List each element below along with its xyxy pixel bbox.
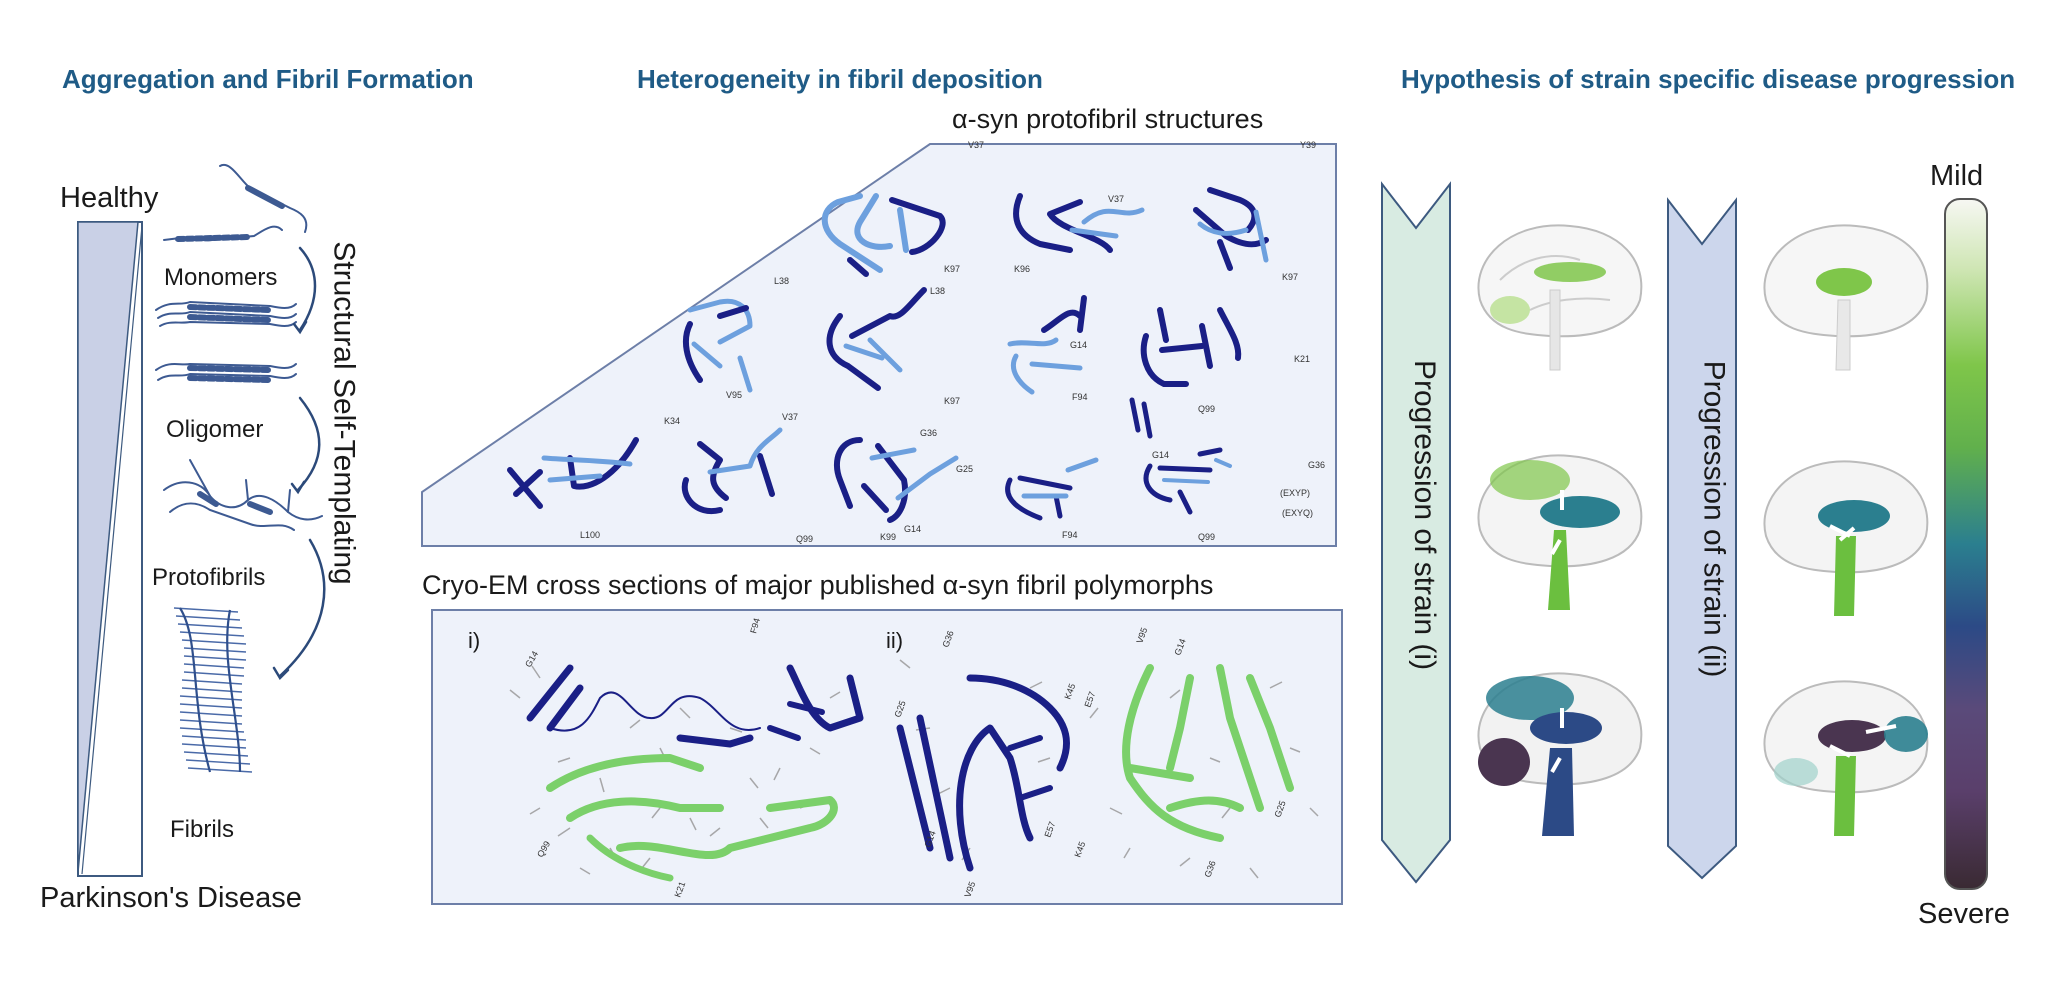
- svg-text:L38: L38: [774, 276, 789, 286]
- svg-text:F94: F94: [1072, 392, 1088, 402]
- cryo-title: Cryo-EM cross sections of major publishe…: [422, 570, 1214, 600]
- label-healthy: Healthy: [60, 182, 159, 214]
- title-heterogeneity: Heterogeneity in fibril deposition: [637, 64, 1043, 94]
- svg-text:L100: L100: [580, 530, 600, 540]
- svg-text:K97: K97: [1282, 272, 1298, 282]
- svg-text:K97: K97: [944, 396, 960, 406]
- svg-text:Q99: Q99: [1198, 404, 1215, 414]
- svg-text:L38: L38: [930, 286, 945, 296]
- svg-text:K96: K96: [1014, 264, 1030, 274]
- progression-wedge: [77, 221, 143, 877]
- label-strain-ii: Progression of strain (ii): [1697, 360, 1731, 678]
- label-strain-i: Progression of strain (i): [1408, 359, 1442, 671]
- scale-mild-label: Mild: [1930, 160, 1984, 192]
- brain-i-stage-3: [1477, 672, 1643, 836]
- label-protofibrils: Protofibrils: [152, 564, 266, 591]
- brain-ii-stage-3: [1763, 680, 1929, 836]
- brain-i-stage-2: [1477, 454, 1643, 610]
- label-parkinsons: Parkinson's Disease: [40, 882, 302, 914]
- title-hypothesis: Hypothesis of strain specific disease pr…: [1401, 64, 2016, 94]
- svg-text:V37: V37: [968, 140, 984, 150]
- scale-severe-label: Severe: [1918, 898, 2010, 930]
- svg-text:G25: G25: [956, 464, 973, 474]
- svg-text:G36: G36: [1308, 460, 1325, 470]
- svg-text:(EXYP): (EXYP): [1280, 488, 1310, 498]
- panel-i-label: i): [468, 628, 481, 653]
- svg-text:G14: G14: [1152, 450, 1169, 460]
- aggregation-illustration: [155, 163, 326, 773]
- label-fibrils: Fibrils: [170, 816, 234, 843]
- severity-scale-bar: [1944, 198, 1988, 890]
- svg-text:G14: G14: [1070, 340, 1087, 350]
- svg-text:G36: G36: [920, 428, 937, 438]
- svg-text:K34: K34: [664, 416, 680, 426]
- svg-text:V95: V95: [726, 390, 742, 400]
- title-aggregation: Aggregation and Fibril Formation: [62, 64, 474, 94]
- svg-text:K99: K99: [880, 532, 896, 542]
- brain-i-stage-1: [1477, 224, 1643, 371]
- svg-text:F94: F94: [1062, 530, 1078, 540]
- brain-ii-stage-1: [1763, 224, 1929, 371]
- svg-text:G14: G14: [904, 524, 921, 534]
- svg-text:Q99: Q99: [1198, 532, 1215, 542]
- svg-text:F94: F94: [748, 617, 762, 635]
- protofibril-title: α-syn protofibril structures: [952, 104, 1264, 134]
- brain-ii-stage-2: [1763, 460, 1929, 616]
- strain-ii-arrow: [1667, 197, 1737, 880]
- strain-i-arrow: [1381, 181, 1451, 884]
- svg-text:(EXYQ): (EXYQ): [1282, 508, 1313, 518]
- label-self-templating: Structural Self-Templating: [327, 241, 361, 585]
- svg-text:Q99: Q99: [796, 534, 813, 544]
- label-monomers: Monomers: [164, 264, 278, 291]
- label-oligomer: Oligomer: [166, 416, 264, 443]
- svg-text:Y39: Y39: [1300, 140, 1316, 150]
- svg-text:V37: V37: [1108, 194, 1124, 204]
- svg-text:K21: K21: [1294, 354, 1310, 364]
- cryo-em-panel: G14 F94 Q99 K21 G36 G25 K45 E57 V95 G14 …: [431, 609, 1343, 905]
- svg-text:V37: V37: [782, 412, 798, 422]
- panel-ii-label: ii): [886, 628, 904, 653]
- svg-text:K97: K97: [944, 264, 960, 274]
